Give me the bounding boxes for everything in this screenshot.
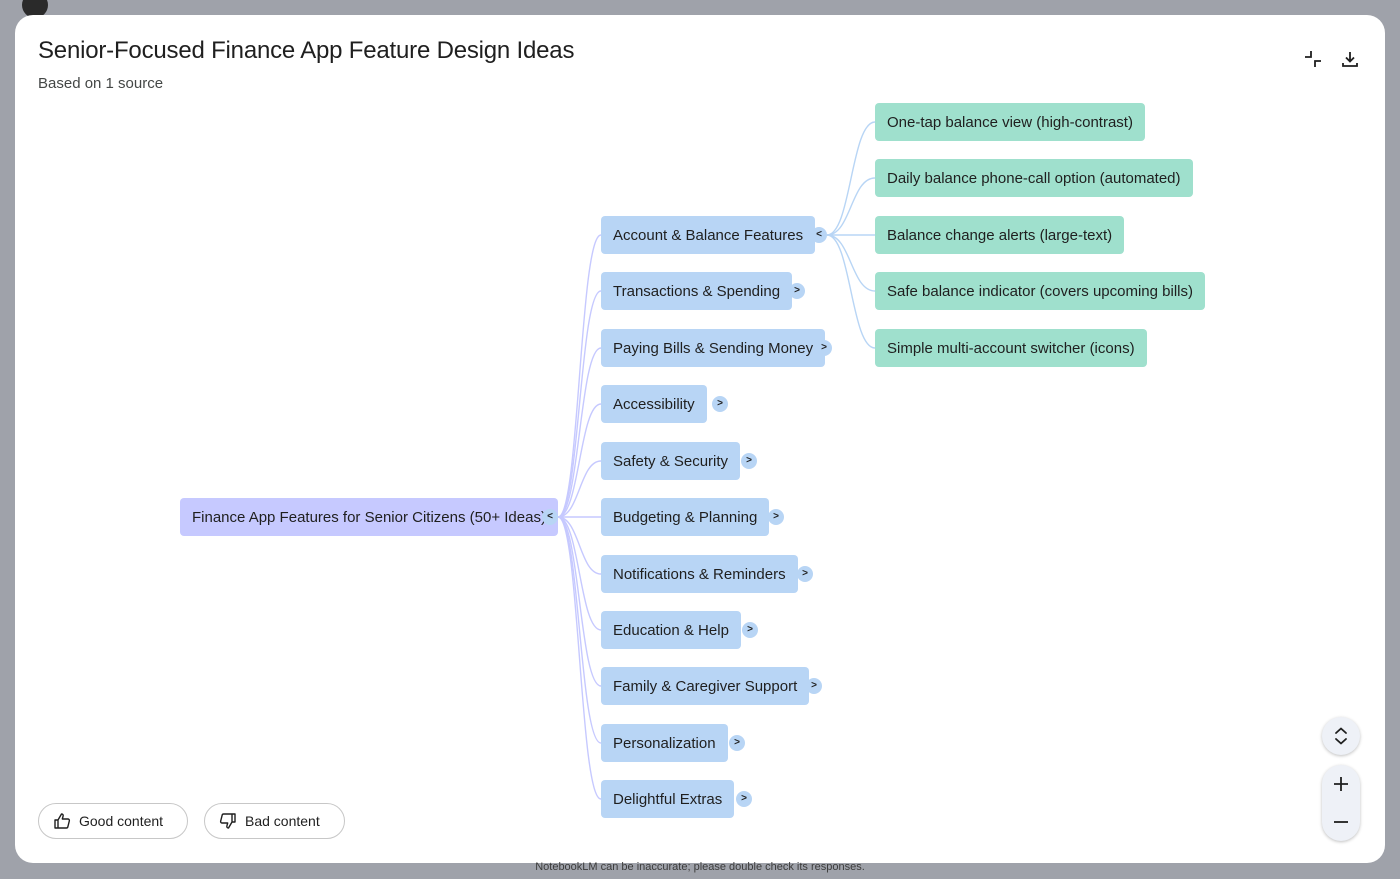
download-icon <box>1342 52 1358 67</box>
bad-content-label: Bad content <box>245 813 320 829</box>
leaf-node[interactable]: Daily balance phone-call option (automat… <box>875 159 1193 197</box>
mindmap-root-node[interactable]: Finance App Features for Senior Citizens… <box>180 498 558 536</box>
connector-line <box>826 234 876 292</box>
branch-expand-toggle[interactable]: > <box>712 396 728 412</box>
branch-node-label: Education & Help <box>613 621 729 639</box>
connector-line <box>557 290 602 518</box>
branch-node-safety[interactable]: Safety & Security <box>601 442 741 480</box>
branch-node-label: Account & Balance Features <box>613 226 804 244</box>
leaf-node-label: Balance change alerts (large-text) <box>887 226 1113 244</box>
leaf-node[interactable]: Simple multi-account switcher (icons) <box>875 329 1147 367</box>
collapse-button[interactable] <box>1301 47 1325 71</box>
leaf-node[interactable]: Safe balance indicator (covers upcoming … <box>875 272 1205 310</box>
leaf-node[interactable]: One-tap balance view (high-contrast) <box>875 103 1145 141</box>
page-title: Senior-Focused Finance App Feature Desig… <box>38 37 575 64</box>
branch-node-label: Budgeting & Planning <box>613 508 758 526</box>
collapse-icon <box>1305 51 1321 67</box>
branch-node-label: Family & Caregiver Support <box>613 677 798 695</box>
mindmap-panel: Senior-Focused Finance App Feature Desig… <box>15 15 1385 863</box>
thumbs-up-icon <box>54 813 71 829</box>
branch-node-education[interactable]: Education & Help <box>601 611 741 649</box>
bad-content-button[interactable]: Bad content <box>204 803 345 839</box>
branch-expand-toggle[interactable]: > <box>789 283 805 299</box>
branch-expand-toggle[interactable]: > <box>741 453 757 469</box>
source-count: Based on 1 source <box>38 75 164 92</box>
connector-line <box>557 403 602 518</box>
branch-node-label: Delightful Extras <box>613 790 723 808</box>
branch-node-budgeting[interactable]: Budgeting & Planning <box>601 498 770 536</box>
zoom-out-button[interactable] <box>1322 803 1360 841</box>
good-content-button[interactable]: Good content <box>38 803 188 839</box>
connector-line <box>557 516 602 800</box>
branch-expand-toggle[interactable]: > <box>742 622 758 638</box>
branch-node-label: Accessibility <box>613 395 695 413</box>
branch-node-family-caregiver[interactable]: Family & Caregiver Support <box>601 667 810 705</box>
disclaimer-text: NotebookLM can be inaccurate; please dou… <box>535 861 865 873</box>
branch-expand-toggle[interactable]: > <box>736 791 752 807</box>
zoom-controls <box>1322 765 1360 841</box>
root-node-label: Finance App Features for Senior Citizens… <box>192 508 546 526</box>
branch-node-extras[interactable]: Delightful Extras <box>601 780 735 818</box>
connector-line <box>557 516 602 631</box>
branch-node-label: Safety & Security <box>613 452 729 470</box>
thumbs-down-icon <box>219 813 236 829</box>
connector-line <box>826 177 876 236</box>
connector-line <box>557 516 602 687</box>
leaf-node-label: Simple multi-account switcher (icons) <box>887 339 1135 357</box>
good-content-label: Good content <box>79 813 164 829</box>
connector-line <box>557 347 602 518</box>
branch-node-label: Paying Bills & Sending Money <box>613 339 814 357</box>
branch-expand-toggle[interactable]: > <box>816 340 832 356</box>
plus-icon <box>1334 777 1348 791</box>
branch-node-label: Personalization <box>613 734 716 752</box>
leaf-node-label: Daily balance phone-call option (automat… <box>887 169 1181 187</box>
branch-node-personalization[interactable]: Personalization <box>601 724 728 762</box>
connector-line <box>557 234 602 518</box>
expand-collapse-all-button[interactable] <box>1322 717 1360 755</box>
download-button[interactable] <box>1338 47 1362 71</box>
branch-node-transactions[interactable]: Transactions & Spending <box>601 272 793 310</box>
leaf-node-label: Safe balance indicator (covers upcoming … <box>887 282 1193 300</box>
leaf-node-label: One-tap balance view (high-contrast) <box>887 113 1133 131</box>
minus-icon <box>1334 821 1348 823</box>
unfold-icon <box>1335 727 1347 745</box>
branch-node-bills[interactable]: Paying Bills & Sending Money <box>601 329 826 367</box>
branch-expand-toggle[interactable]: > <box>797 566 813 582</box>
connector-line <box>826 234 876 349</box>
connector-line <box>826 121 876 236</box>
avatar[interactable] <box>22 0 48 18</box>
branch-node-accessibility[interactable]: Accessibility <box>601 385 707 423</box>
branch-expand-toggle[interactable]: > <box>768 509 784 525</box>
branch-node-notifications[interactable]: Notifications & Reminders <box>601 555 798 593</box>
branch-expand-toggle[interactable]: > <box>806 678 822 694</box>
zoom-in-button[interactable] <box>1322 765 1360 803</box>
branch-node-label: Notifications & Reminders <box>613 565 786 583</box>
branch-node-label: Transactions & Spending <box>613 282 781 300</box>
branch-expand-toggle[interactable]: > <box>729 735 745 751</box>
leaf-node[interactable]: Balance change alerts (large-text) <box>875 216 1125 254</box>
branch-collapse-toggle[interactable]: < <box>811 227 827 243</box>
root-collapse-toggle[interactable]: < <box>542 509 558 525</box>
connector-line <box>557 516 602 575</box>
connector-line <box>557 516 602 744</box>
connector-line <box>557 460 602 518</box>
branch-node-account-balance[interactable]: Account & Balance Features <box>601 216 816 254</box>
